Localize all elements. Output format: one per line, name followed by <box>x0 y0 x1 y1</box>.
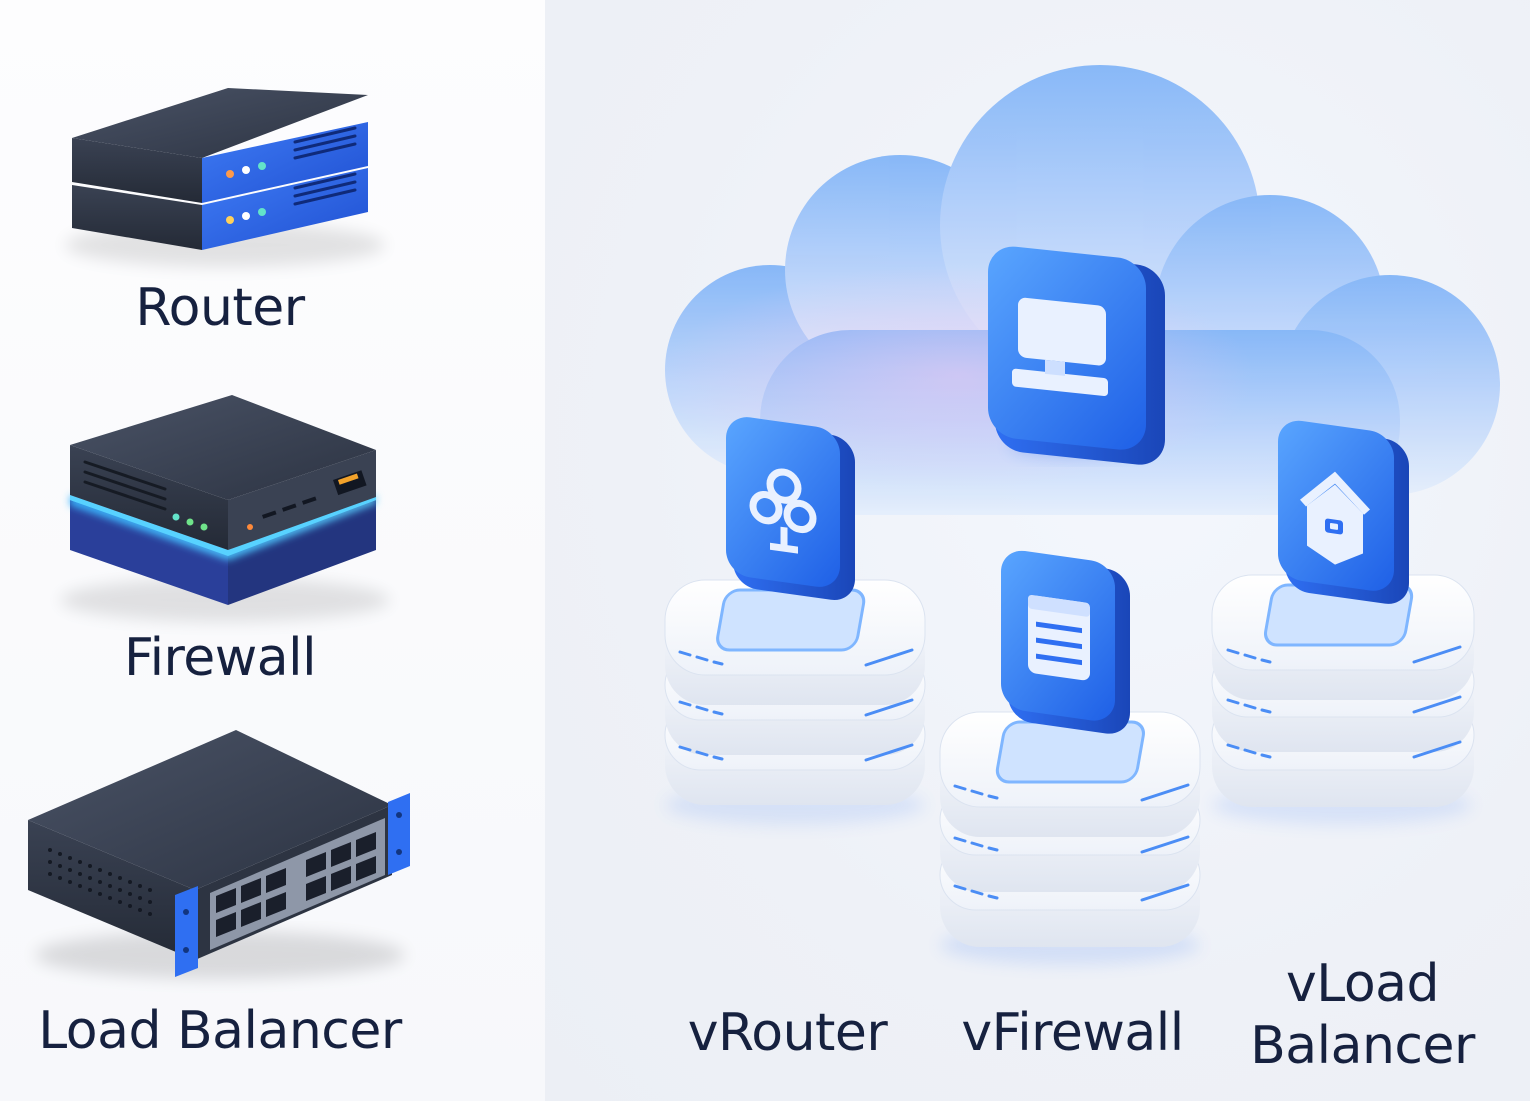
cloud-icon <box>660 65 1510 520</box>
router-label: Router <box>135 278 305 338</box>
vload-balancer-label-line2: Balancer <box>1250 1016 1475 1076</box>
vfirewall-label: vFirewall <box>961 1003 1184 1063</box>
load-balancer-label: Load Balancer <box>38 1001 402 1061</box>
router-device-icon <box>65 88 385 267</box>
vrouter-server-stack <box>664 579 926 825</box>
firewall-label: Firewall <box>123 628 317 688</box>
vload-balancer-server-stack <box>1211 574 1475 825</box>
switch-device-icon <box>28 730 410 979</box>
document-icon <box>1001 550 1130 734</box>
vfirewall-server-stack <box>939 711 1201 965</box>
vload-balancer-label-line1: vLoad <box>1285 954 1440 1014</box>
home-icon <box>1278 420 1409 604</box>
vrouter-label: vRouter <box>687 1003 888 1063</box>
monitor-icon <box>988 246 1165 465</box>
firewall-device-icon <box>60 395 390 622</box>
network-nodes-icon <box>726 417 855 601</box>
